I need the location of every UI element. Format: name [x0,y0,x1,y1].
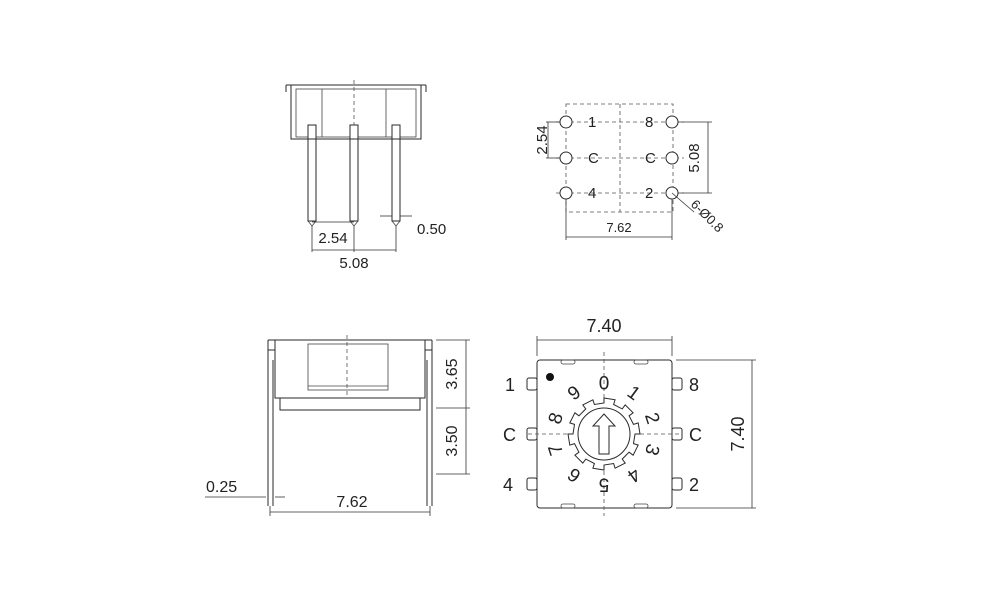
top-view-left-label-4: 4 [503,475,513,495]
top-view-left-label-1: 1 [505,375,515,395]
top-view-right-label-c: C [689,425,702,445]
footprint-pitch-label: 2.54 [534,125,551,154]
footprint-pin-c-left: C [588,150,599,167]
top-view-right-label-2: 2 [689,475,699,495]
dial-digit-5: 5 [599,474,610,495]
top-view-width-label: 7.40 [586,316,621,336]
dial-digit-0: 0 [599,374,610,395]
footprint-pin-c-right: C [645,150,656,167]
front-upper-height-label: 3.65 [444,358,461,389]
front-lead-width-label: 0.25 [206,479,237,496]
side-view-top: 2.54 0.50 5.08 [285,80,446,272]
footprint-pin-1: 1 [588,114,596,131]
footprint-width-label: 7.62 [606,220,631,235]
top-side-pitch-label: 2.54 [318,230,347,247]
top-view-height-label: 7.40 [728,416,748,451]
footprint-hole-callout: 6-Ø0.8 [688,197,727,236]
footprint-row-span-label: 5.08 [686,143,703,172]
top-side-lead-width-label: 0.50 [417,221,446,238]
front-span-label: 7.62 [336,494,367,511]
footprint-pin-2: 2 [645,185,653,202]
front-lower-height-label: 3.50 [444,425,461,456]
footprint-pin-8: 8 [645,114,653,131]
pin1-marker-dot [546,373,554,381]
footprint-pin-4: 4 [588,185,596,202]
top-view-left-label-c: C [503,425,516,445]
dial-arrow-icon [591,413,617,455]
top-side-span-label: 5.08 [339,255,368,272]
side-view-front: 3.65 3.50 0.25 7.62 [205,335,470,516]
top-view-right-label-8: 8 [689,375,699,395]
pcb-footprint: 1 8 C C 4 2 2.54 5.08 7.62 6-Ø0.8 [534,103,727,240]
